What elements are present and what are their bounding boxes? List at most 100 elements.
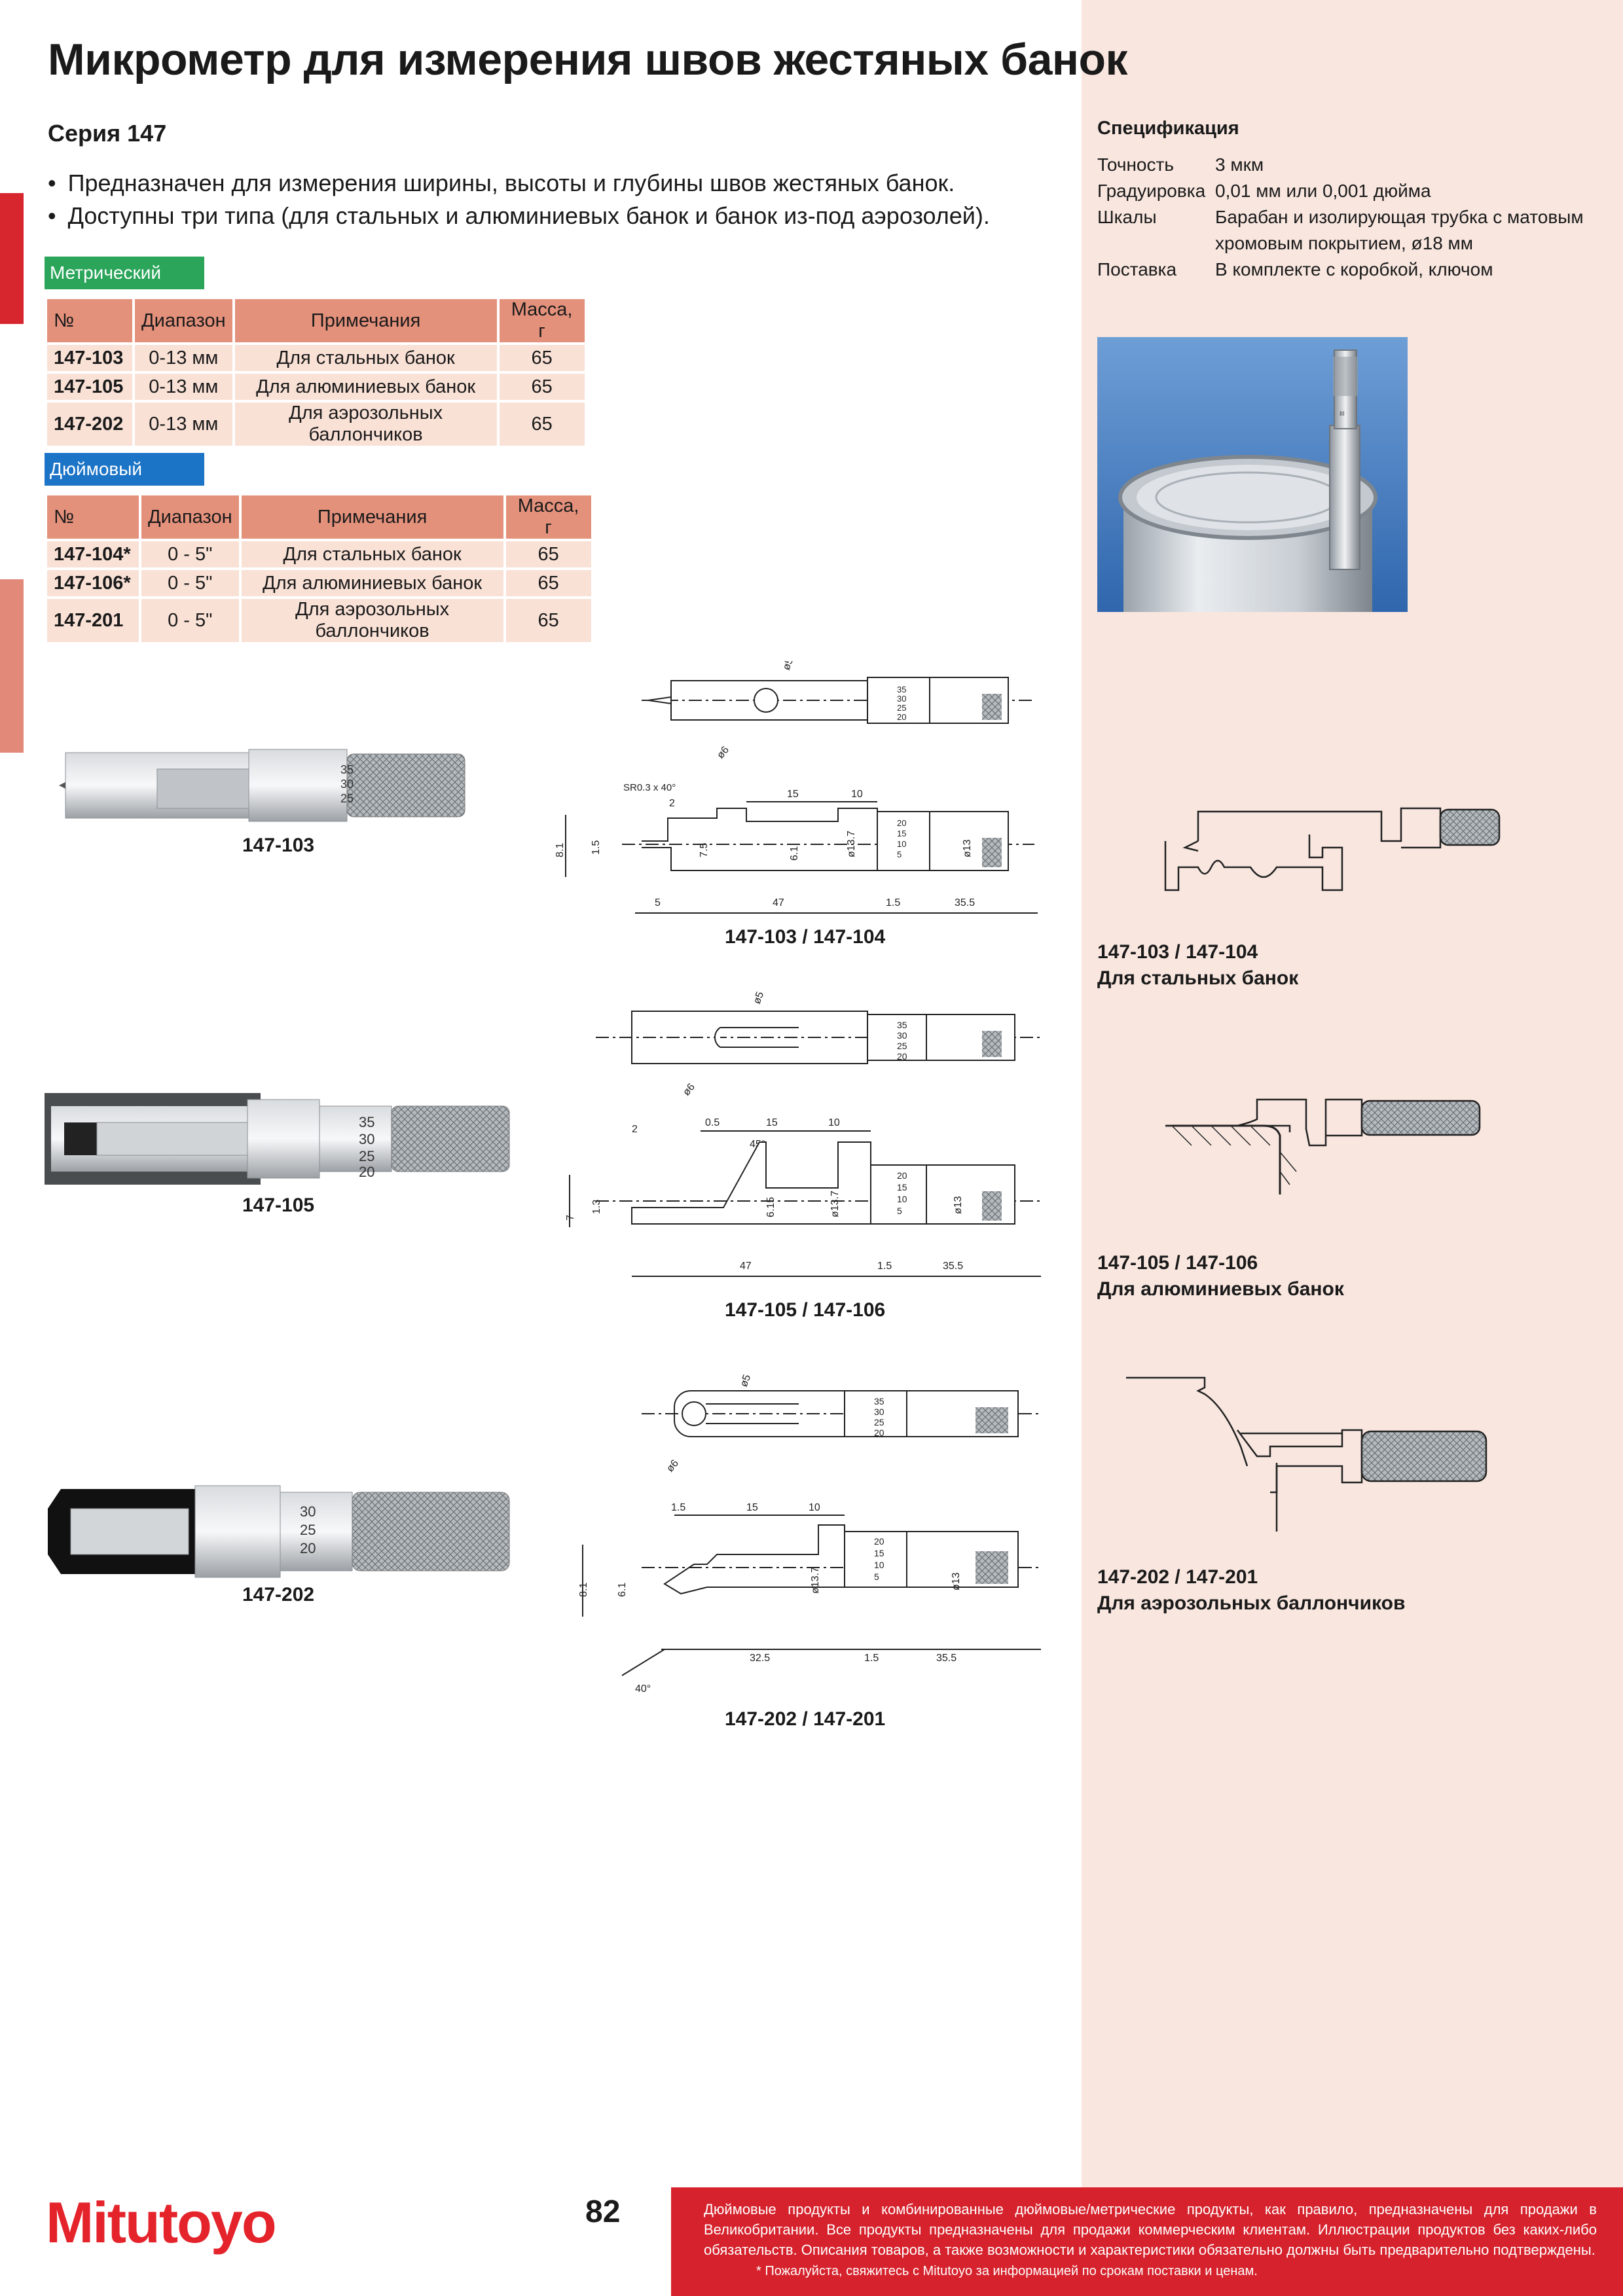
cell-note: Для стальных банок [234,342,497,371]
table-row: 147-103 0-13 мм Для стальных банок 65 [47,342,585,371]
scale-text: 35 [340,763,354,776]
dim-label: 35.5 [955,897,975,908]
scale-text: 30 [340,778,354,791]
aluminum-can-schematic [1165,1098,1481,1194]
micrometer-147-202-photo: 30 25 20 [48,1485,510,1578]
scale-text: 20 [300,1540,316,1556]
cell-range: 0-13 мм [135,400,232,446]
schematic-caption: 147-105 / 147-106 Для алюминиевых банок [1097,1250,1344,1302]
scale-text: 5 [897,1206,902,1216]
spec-value: В комплекте с коробкой, ключом [1215,259,1493,279]
scale-text: 20 [359,1164,374,1180]
dim-label: 1.5 [864,1653,879,1664]
cell-code: 147-201 [47,596,139,642]
col-header: Примечания [234,299,497,342]
dim-label: 15 [787,789,799,800]
dim-label: 47 [773,897,784,908]
dim-label: 1.5 [877,1261,892,1272]
page-number: 82 [585,2195,621,2229]
product-caption: 147-105 [242,1194,315,1216]
aerosol-can-schematic [1126,1376,1487,1532]
cell-code: 147-105 [47,371,132,400]
dim-label: ø5 [752,992,766,1005]
dim-label: 40° [635,1683,651,1695]
drawing-147-202-201: 35 30 25 20 ø5 ø6 1.5 15 10 20 15 10 5 8… [578,1373,1041,1695]
dim-label: 15 [746,1502,758,1513]
mitutoyo-logo: Mitutoyo [46,2190,277,2255]
schematic-code: 147-105 / 147-106 [1097,1252,1258,1274]
scale-text: 5 [897,850,902,859]
schematic-code: 147-103 / 147-104 [1097,941,1258,963]
dim-label: 32.5 [750,1653,770,1664]
dim-label: 2 [632,1124,638,1135]
spec-value: Барабан и изолирующая трубка с матовым х… [1215,207,1584,253]
scale-text: 20 [874,1536,884,1547]
cell-code: 147-106* [47,567,139,596]
schematic-caption: 147-103 / 147-104 Для стальных банок [1097,939,1298,992]
table-row: 147-202 0-13 мм Для аэрозольных баллончи… [47,400,585,446]
scale-text: 30 [874,1407,884,1417]
product-caption: 147-103 [242,834,315,856]
dim-label: 1.5 [886,897,900,908]
col-header: № [47,299,132,342]
cell-note: Для аэрозольных баллончиков [241,596,503,642]
dim-label: 6.1 [617,1583,628,1597]
inch-table: № Диапазон Примечания Масса, г 147-104* … [45,495,594,642]
steel-can-schematic [1164,807,1501,891]
table-row: 147-104* 0 - 5" Для стальных банок 65 [47,539,591,567]
table-header-row: № Диапазон Примечания Масса, г [47,299,585,342]
series-label: Серия 147 [48,120,167,147]
scale-text: 15 [874,1548,884,1558]
micrometer-147-103-photo: 35 30 25 [59,749,465,822]
col-header: Масса, г [499,299,585,342]
photo-scale-mark: III [1340,410,1345,417]
can-measurement-photo: III [1097,337,1408,612]
scale-text: 25 [897,1041,907,1051]
scale-text: 30 [897,1030,907,1041]
col-header: Диапазон [135,299,232,342]
scale-text: 35 [359,1114,374,1130]
dim-label: ø5 [739,1373,753,1388]
dim-label: 10 [851,789,863,800]
dim-label: ø13.7 [846,831,857,857]
schematic-desc: Для аэрозольных баллончиков [1097,1592,1406,1614]
table-row: 147-105 0-13 мм Для алюминиевых банок 65 [47,371,585,400]
dim-label: 10 [809,1502,820,1513]
inch-section-label: Дюймовый [45,453,204,486]
disclaimer-text: Дюймовые продукты и комбинированные дюйм… [704,2201,1597,2258]
scale-text: 5 [874,1571,879,1582]
spec-value: 3 мкм [1215,154,1264,175]
drawing-147-103-104: 35 30 25 20 ø5 ø6 SR0.3 x 40° 15 10 2 20… [555,661,1038,914]
schematic-caption: 147-202 / 147-201 Для аэрозольных баллон… [1097,1564,1405,1617]
scale-text: 20 [897,1051,907,1062]
dim-label: 2 [669,798,675,809]
dim-label: 1.5 [591,840,602,855]
dim-label: 8.1 [555,843,566,857]
cell-code: 147-104* [47,539,139,567]
dim-label: 15 [766,1117,778,1128]
dim-label: ø6 [665,1458,681,1474]
cell-range: 0 - 5" [141,567,239,596]
spec-key: Поставка [1097,259,1177,279]
dim-label: ø13 [962,839,973,857]
scale-text: 35 [897,685,906,694]
spec-key: Градуировка [1097,181,1206,201]
cell-range: 0 - 5" [141,596,239,642]
scale-text: 30 [300,1503,316,1520]
dim-label: 0.5 [705,1117,720,1128]
drawing-caption: 147-105 / 147-106 [725,1299,886,1321]
table-header-row: № Диапазон Примечания Масса, г [47,495,591,539]
scale-text: 25 [874,1417,884,1427]
drawing-147-105-106: 35 30 25 20 ø5 ø6 2 0.5 15 10 45° 20 15 … [565,992,1041,1277]
cell-mass: 65 [505,539,591,567]
scale-text: 10 [874,1560,884,1570]
feature-list: Предназначен для измерения ширины, высот… [48,167,990,232]
cell-note: Для аэрозольных баллончиков [234,400,497,446]
cell-note: Для алюминиевых банок [241,567,503,596]
cell-mass: 65 [499,371,585,400]
schematic-desc: Для алюминиевых банок [1097,1278,1344,1300]
scale-text: 35 [874,1396,884,1407]
